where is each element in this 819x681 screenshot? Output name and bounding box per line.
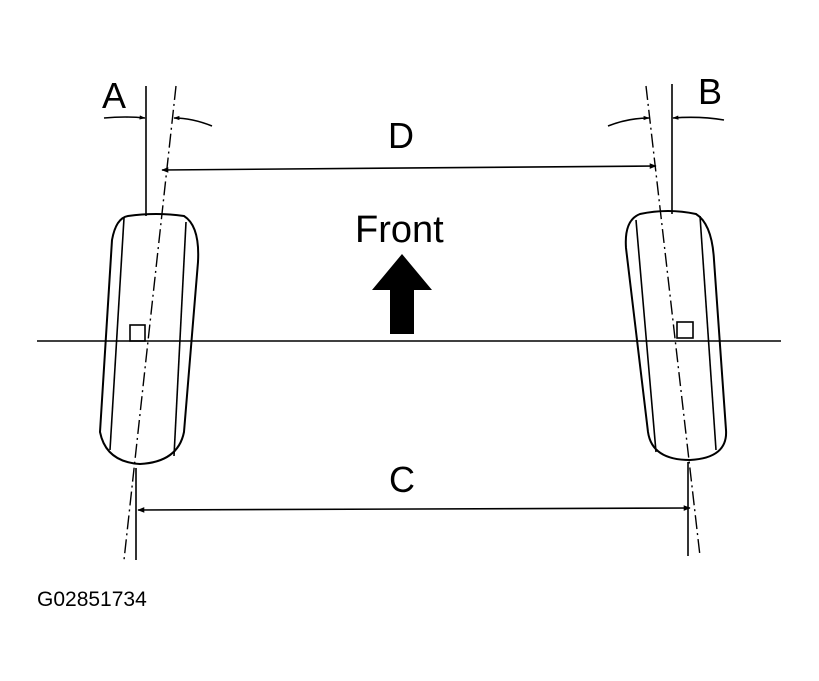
figure-id: G02851734	[37, 588, 147, 611]
left-wheel-centerline	[123, 85, 177, 561]
right-tire	[624, 85, 728, 557]
label-b: B	[698, 71, 722, 112]
arrow-up-icon	[372, 254, 432, 334]
label-a: A	[102, 75, 126, 116]
dimension-c-line	[137, 505, 691, 513]
label-d: D	[388, 115, 414, 156]
right-wheel-centerline	[645, 85, 701, 557]
angle-b-arc-right	[672, 115, 725, 121]
dimension-d-line	[161, 163, 657, 173]
left-tire	[98, 85, 200, 561]
angle-a-arc-left	[103, 115, 146, 120]
label-front: Front	[355, 209, 444, 251]
angle-a-arc-right	[173, 115, 213, 127]
right-right-angle-marker	[676, 321, 694, 339]
label-c: C	[389, 459, 415, 500]
angle-b-arc-left	[607, 115, 650, 127]
left-right-angle-marker	[129, 324, 146, 342]
